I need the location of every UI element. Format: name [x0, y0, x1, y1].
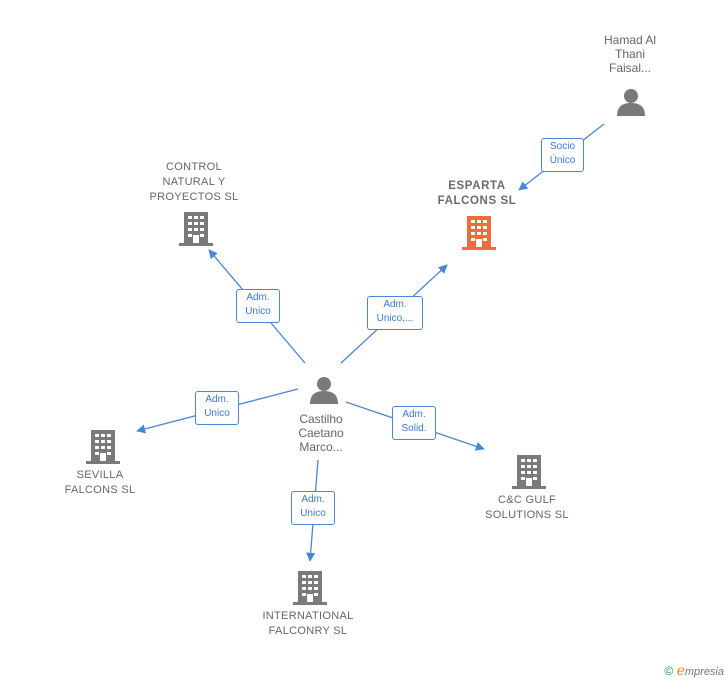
- node-label-line: PROYECTOS SL: [149, 191, 239, 203]
- node-label-line: C&C GULF: [497, 494, 557, 506]
- node-label-line: NATURAL Y: [162, 176, 226, 188]
- node-label-hamad[interactable]: Hamad Al Thani Faisal...: [585, 33, 675, 75]
- relation-label-adm-esparta[interactable]: Adm. Unico,...: [367, 296, 423, 330]
- person-icon[interactable]: [615, 87, 647, 117]
- node-label-line: Faisal...: [608, 61, 651, 75]
- relation-label-line: Adm.: [246, 292, 270, 303]
- relation-label-adm-sevilla[interactable]: Adm. Unico: [195, 391, 239, 425]
- node-label-esparta[interactable]: ESPARTA FALCONS SL: [418, 179, 536, 209]
- node-label-line: FALCONS SL: [64, 484, 136, 496]
- relation-label-line: Unico,...: [376, 313, 414, 324]
- relation-label-adm-control[interactable]: Adm. Unico: [236, 289, 280, 323]
- brand-name: mpresia: [684, 666, 724, 678]
- node-label-sevilla[interactable]: SEVILLA FALCONS SL: [50, 468, 150, 498]
- node-label-line: Thani: [614, 47, 646, 61]
- node-label-line: Caetano: [298, 426, 344, 440]
- building-icon-main[interactable]: [462, 214, 496, 250]
- relation-label-line: Único: [549, 155, 576, 166]
- node-label-ccgulf[interactable]: C&C GULF SOLUTIONS SL: [470, 493, 584, 523]
- footer-brand: © empresia: [664, 663, 724, 679]
- node-label-line: ESPARTA: [448, 180, 506, 192]
- building-icon[interactable]: [293, 569, 327, 605]
- node-label-line: SOLUTIONS SL: [485, 509, 569, 521]
- relation-label-line: Unico: [204, 408, 230, 419]
- node-label-line: Hamad Al: [603, 33, 657, 47]
- node-label-line: CONTROL: [166, 161, 222, 173]
- node-label-international[interactable]: INTERNATIONAL FALCONRY SL: [250, 609, 366, 639]
- copyright-symbol: ©: [664, 664, 674, 678]
- relation-label-line: Adm.: [301, 494, 325, 505]
- building-icon[interactable]: [512, 453, 546, 489]
- building-icon[interactable]: [179, 210, 213, 246]
- building-icon[interactable]: [86, 428, 120, 464]
- person-icon[interactable]: [308, 375, 340, 405]
- relation-label-line: Unico: [245, 306, 271, 317]
- node-label-line: FALCONS SL: [437, 195, 517, 207]
- node-label-line: SEVILLA: [76, 469, 124, 481]
- node-label-line: Castilho: [299, 412, 343, 426]
- relation-label-line: Socio: [549, 141, 575, 152]
- relation-label-line: Unico: [300, 508, 326, 519]
- relation-label-line: Adm.: [383, 299, 407, 310]
- node-label-control[interactable]: CONTROL NATURAL Y PROYECTOS SL: [130, 160, 258, 205]
- relation-label-adm-international[interactable]: Adm. Unico: [291, 491, 335, 525]
- node-label-castilho[interactable]: Castilho Caetano Marco...: [280, 412, 362, 454]
- relation-label-line: Adm.: [402, 409, 426, 420]
- relation-label-socio-unico[interactable]: Socio Único: [541, 138, 584, 172]
- relation-label-adm-ccgulf[interactable]: Adm. Solid.: [392, 406, 436, 440]
- node-label-line: FALCONRY SL: [268, 625, 348, 637]
- brand-initial: e: [676, 663, 685, 679]
- relation-label-line: Solid.: [401, 423, 427, 434]
- node-label-line: INTERNATIONAL: [262, 610, 354, 622]
- node-label-line: Marco...: [299, 440, 343, 454]
- relation-label-line: Adm.: [205, 394, 229, 405]
